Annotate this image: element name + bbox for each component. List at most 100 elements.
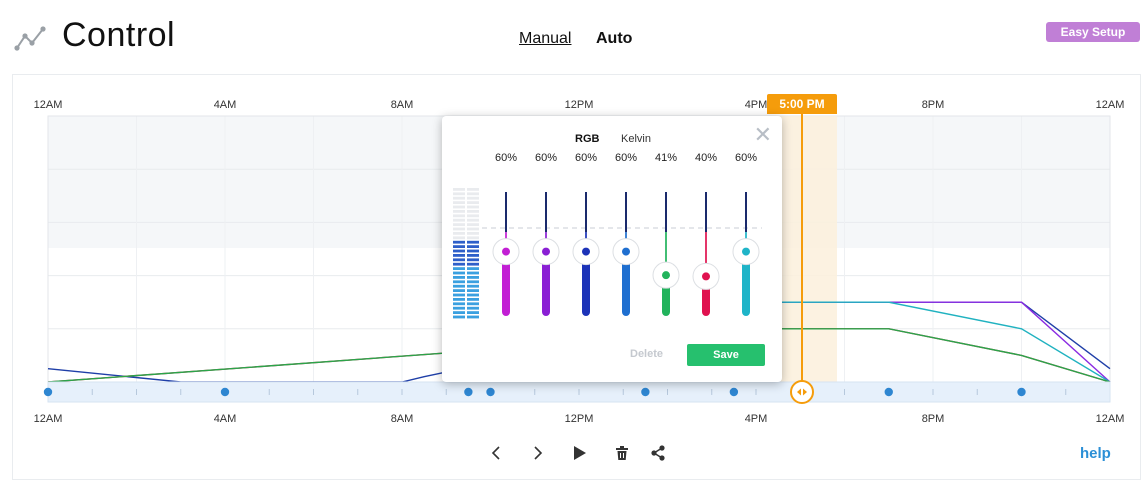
channel-percent-label: 60% xyxy=(734,152,758,164)
series-line-3 xyxy=(778,301,1111,383)
meter-cell xyxy=(453,271,465,275)
meter-cell xyxy=(467,236,479,240)
channel-percent-label: 41% xyxy=(654,152,678,164)
share-icon xyxy=(651,445,665,461)
meter-cell xyxy=(467,201,479,204)
slider-knob[interactable] xyxy=(732,238,760,266)
slider-knob[interactable] xyxy=(652,261,680,289)
meter-cell xyxy=(467,293,479,297)
slider-knob[interactable] xyxy=(492,238,520,266)
keyframe-marker[interactable] xyxy=(220,387,230,397)
meter-cell xyxy=(453,223,465,226)
color-editor-popup: ✕ RGB Kelvin 60%60%60%60%41%40%60% Delet… xyxy=(442,116,782,382)
meter-cell xyxy=(453,240,465,244)
meter-cell xyxy=(453,311,465,314)
play-button[interactable] xyxy=(569,443,589,463)
trash-icon xyxy=(616,446,628,460)
keyframe-marker[interactable] xyxy=(43,387,53,397)
meter-cell xyxy=(453,254,465,257)
share-button[interactable] xyxy=(648,443,668,463)
intensity-meter xyxy=(453,188,479,319)
top-time-label: 12AM xyxy=(1096,99,1125,111)
meter-cell xyxy=(453,232,465,235)
channel-sliders xyxy=(482,192,762,316)
meter-cell xyxy=(453,227,465,231)
bottom-time-label: 12PM xyxy=(565,413,594,425)
slider-knob[interactable] xyxy=(612,238,640,266)
keyframe-marker[interactable] xyxy=(1017,387,1026,397)
previous-button[interactable] xyxy=(486,443,506,463)
meter-cell xyxy=(467,188,479,191)
top-time-label: 12PM xyxy=(565,99,594,111)
meter-cell xyxy=(453,236,465,240)
keyframe-marker[interactable] xyxy=(486,387,495,397)
meter-cell xyxy=(467,284,479,288)
timeline-scrubber[interactable] xyxy=(790,380,814,404)
top-time-label: 4AM xyxy=(214,99,237,111)
meter-cell xyxy=(467,192,479,196)
channel-percent-label: 60% xyxy=(494,152,518,164)
close-icon[interactable]: ✕ xyxy=(753,122,772,147)
meter-cell xyxy=(467,196,479,200)
tab-kelvin[interactable]: Kelvin xyxy=(621,133,651,145)
meter-cell xyxy=(467,298,479,301)
top-time-label: 8AM xyxy=(391,99,414,111)
slider-knob[interactable] xyxy=(572,238,600,266)
auto-mode-link[interactable]: Auto xyxy=(596,30,633,47)
meter-cell xyxy=(467,232,479,235)
slider-fill xyxy=(542,251,550,316)
meter-cell xyxy=(453,214,465,218)
delete-keyframe-button[interactable] xyxy=(612,443,632,463)
next-button[interactable] xyxy=(528,443,548,463)
meter-cell xyxy=(467,276,479,279)
slider-knob[interactable] xyxy=(532,238,560,266)
channel-percent-label: 60% xyxy=(614,152,638,164)
meter-cell xyxy=(467,306,479,310)
meter-cell xyxy=(467,315,479,319)
meter-cell xyxy=(453,188,465,191)
channel-percent-label: 40% xyxy=(694,152,718,164)
meter-cell xyxy=(467,214,479,218)
current-time-badge: 5:00 PM xyxy=(767,94,837,114)
meter-cell xyxy=(467,302,479,306)
meter-cell xyxy=(453,293,465,297)
meter-cell xyxy=(467,258,479,262)
tab-rgb[interactable]: RGB xyxy=(575,133,600,145)
meter-cell xyxy=(453,276,465,279)
save-button[interactable]: Save xyxy=(687,344,765,366)
keyframe-marker[interactable] xyxy=(641,387,650,397)
easy-setup-button[interactable]: Easy Setup xyxy=(1046,22,1140,42)
play-icon xyxy=(574,446,586,460)
meter-cell xyxy=(453,267,465,270)
meter-cell xyxy=(453,262,465,266)
page-title: Control xyxy=(62,16,176,54)
keyframe-marker[interactable] xyxy=(729,387,739,397)
keyframe-marker[interactable] xyxy=(464,387,473,397)
delete-button[interactable]: Delete xyxy=(630,348,664,360)
meter-cell xyxy=(467,227,479,231)
meter-cell xyxy=(467,271,479,275)
bottom-time-label: 4AM xyxy=(214,413,237,425)
slider-knob[interactable] xyxy=(692,262,720,290)
left-right-arrows-icon xyxy=(797,388,807,396)
keyframe-markers xyxy=(43,387,1026,397)
meter-cell xyxy=(453,298,465,301)
meter-cell xyxy=(467,205,479,209)
bottom-time-label: 12AM xyxy=(1096,413,1125,425)
keyframe-marker[interactable] xyxy=(884,387,893,397)
meter-cell xyxy=(467,249,479,253)
top-time-label: 4PM xyxy=(745,99,768,111)
meter-cell xyxy=(453,258,465,262)
meter-cell xyxy=(453,201,465,204)
channel-percent-label: 60% xyxy=(574,152,598,164)
meter-cell xyxy=(453,284,465,288)
chevron-left-icon xyxy=(491,446,500,460)
schedule-panel xyxy=(12,74,1141,480)
manual-mode-link[interactable]: Manual xyxy=(519,30,572,47)
bottom-time-label: 4PM xyxy=(745,413,768,425)
meter-cell xyxy=(467,267,479,270)
meter-cell xyxy=(453,289,465,292)
help-link[interactable]: help xyxy=(1080,445,1111,462)
bottom-time-label: 8PM xyxy=(922,413,945,425)
